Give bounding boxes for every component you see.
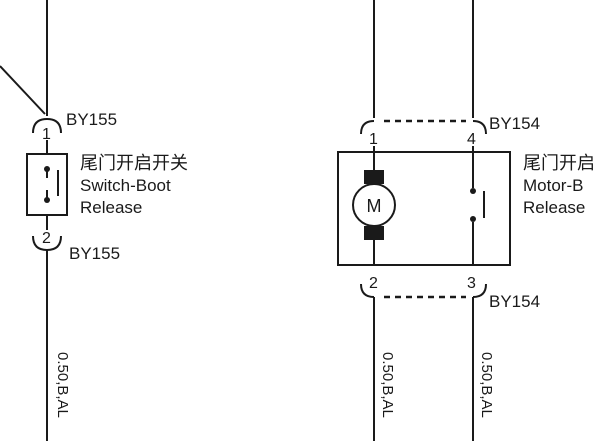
switch-connector-top-arc [32,117,62,134]
motor-boot-release-group: 1 4 BY154 M 尾门开启 Motor-B Release 2 3 BY1… [337,0,595,441]
motor-symbol-m: M [367,196,382,216]
switch-name-cn: 尾门开启开关 [80,153,188,174]
motor-body [337,151,511,266]
motor-pin-bottom-right: 3 [467,275,476,292]
motor-brush-top [364,170,384,184]
switch-name-en-2: Release [80,198,142,217]
motor-connector-top-right-arc [472,120,487,135]
switch-wire-diagonal [0,65,46,115]
motor-switch-contact-bottom [470,216,476,222]
switch-wire-bottom-label: 0.50,B,AL [54,352,71,418]
switch-contact-top [44,166,50,172]
motor-switch-contact-top [470,188,476,194]
motor-pin-top-right: 4 [467,131,476,148]
motor-connector-top-label: BY154 [489,114,540,133]
motor-connector-bottom-left-arc [360,283,375,298]
switch-pin-top: 1 [42,126,51,143]
motor-wire-right-label: 0.50,B,AL [478,352,495,418]
motor-brush-bottom [364,226,384,240]
motor-name-en-1: Motor-B [523,176,583,195]
motor-connector-bottom-label: BY154 [489,292,540,311]
motor-name-cn: 尾门开启 [523,153,595,174]
motor-name-en-2: Release [523,198,585,217]
switch-contact-bottom [44,197,50,203]
motor-connector-top-left-arc [360,120,375,135]
motor-pin-bottom-left: 2 [369,275,378,292]
switch-pin-bottom: 2 [42,230,51,247]
switch-name-en-1: Switch-Boot [80,176,171,195]
switch-connector-bottom-label: BY155 [69,244,120,263]
motor-wire-left-label: 0.50,B,AL [379,352,396,418]
motor-pin-top-left: 1 [369,131,378,148]
switch-body [26,153,68,216]
switch-connector-top-label: BY155 [66,110,117,129]
switch-boot-release-group: 1 BY155 尾门开启开关 Switch-Boot Release 2 BY1… [0,0,188,441]
motor-connector-bottom-right-arc [472,283,487,298]
